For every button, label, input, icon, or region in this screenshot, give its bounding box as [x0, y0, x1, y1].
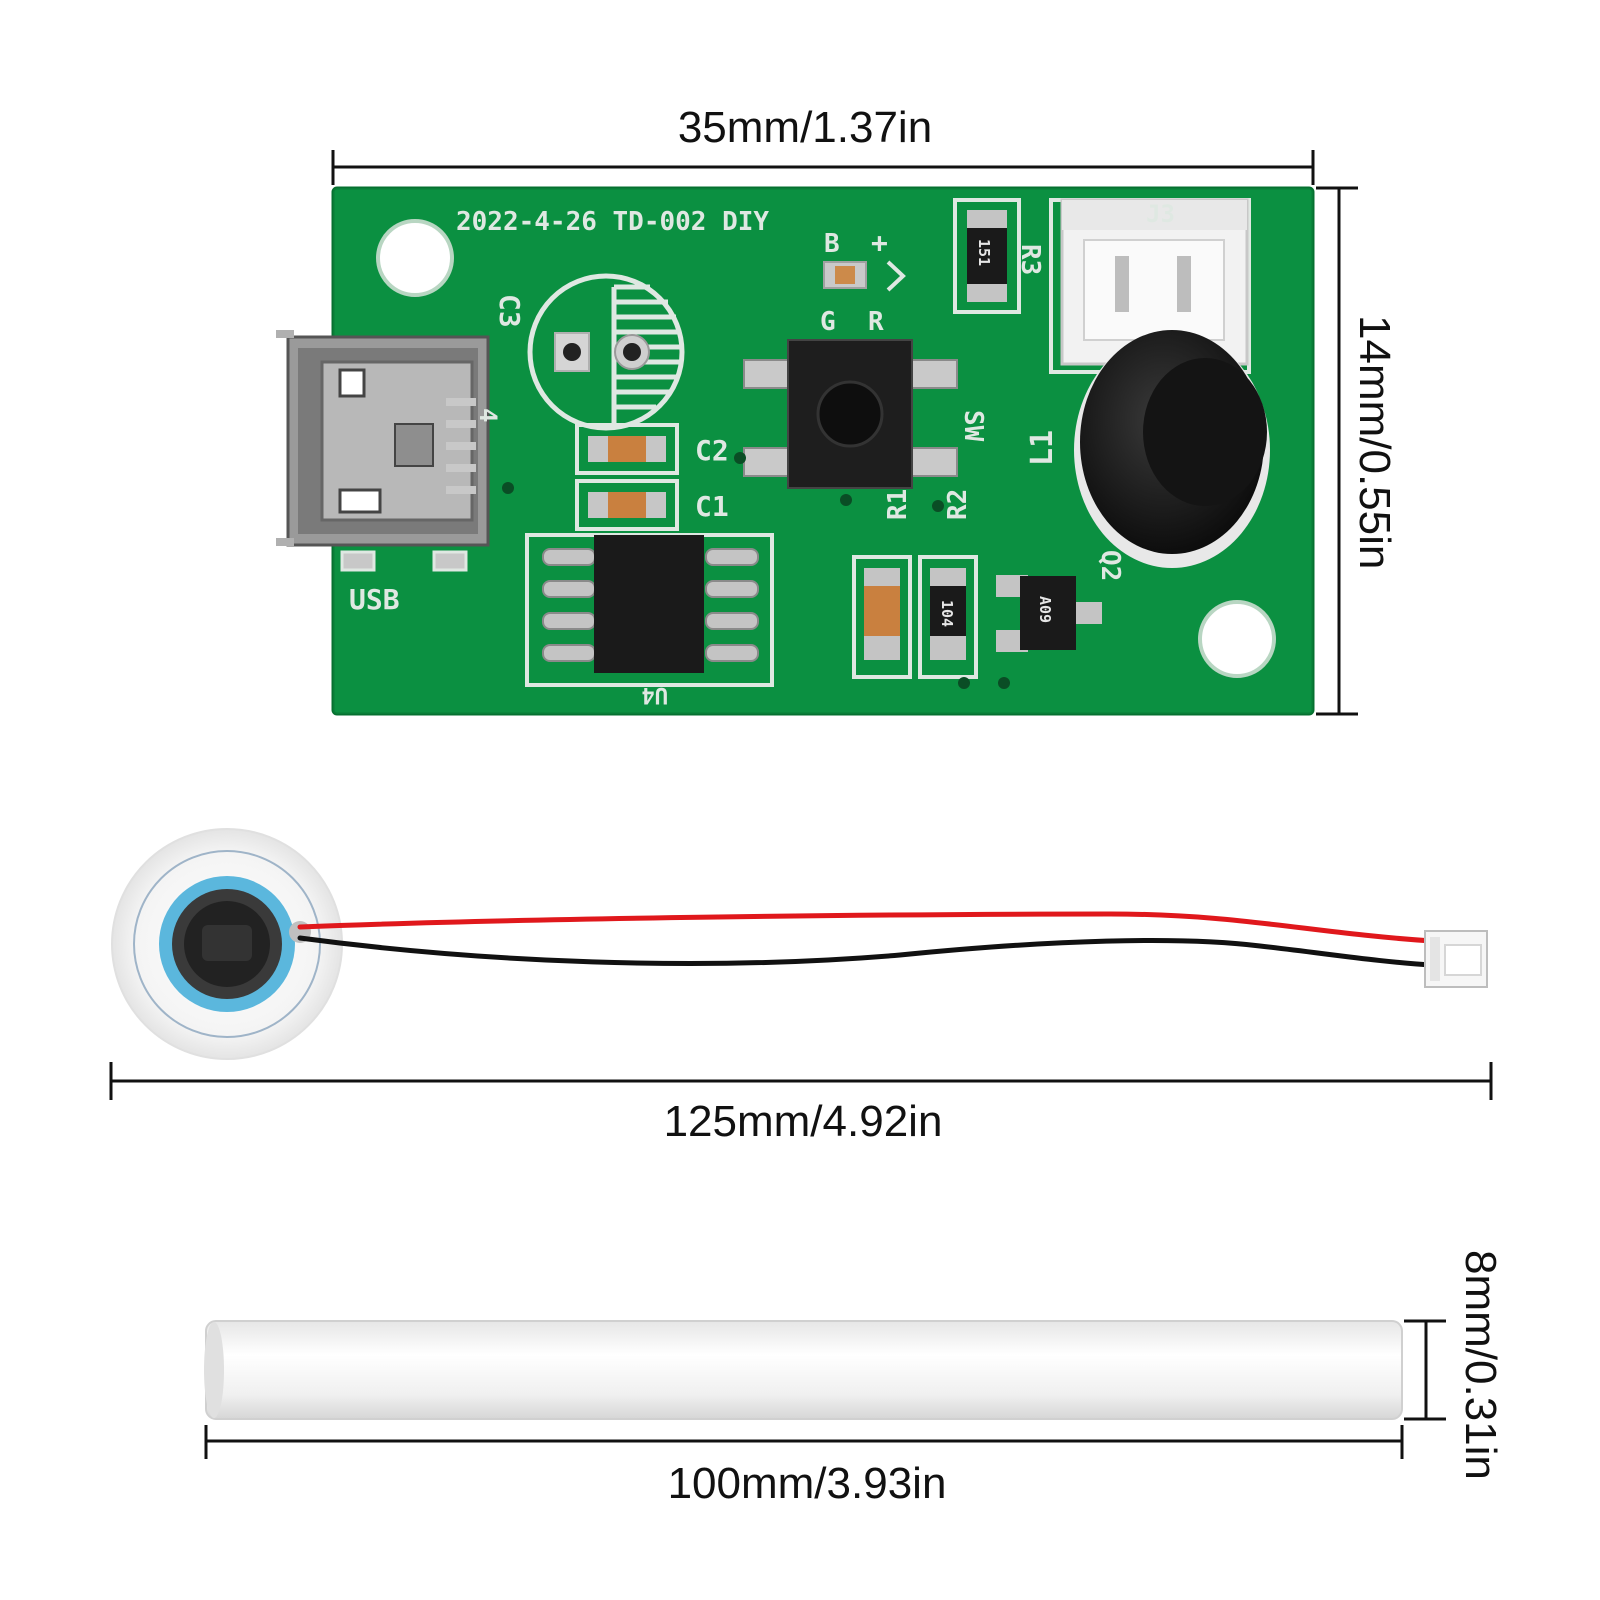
mounting-hole-bottom-right [1198, 600, 1276, 678]
cotton-stick [204, 1320, 1403, 1420]
silk-r2: R2 [943, 489, 973, 520]
r1-resistor [852, 555, 912, 679]
silk-res-151: 151 [975, 239, 993, 266]
silk-sw: SW [958, 410, 988, 442]
stick-length-dimension [204, 1425, 1404, 1459]
pcb-height-label: 14mm/0.55in [1350, 315, 1399, 570]
vias [502, 452, 1010, 689]
silk-j3: J3 [1146, 200, 1175, 228]
j3-connector [1049, 198, 1251, 374]
status-led [823, 260, 906, 292]
transducer-length-dimension [109, 1062, 1493, 1100]
pcb-width-dimension [331, 150, 1315, 185]
silk-pin4: 4 [474, 408, 502, 422]
stick-length-label: 100mm/3.93in [667, 1459, 947, 1508]
stick-diameter-dimension [1404, 1319, 1446, 1421]
tactile-switch [743, 339, 958, 489]
atomizer-transducer [111, 828, 343, 1060]
pcb-width-label: 35mm/1.37in [677, 103, 933, 152]
silk-usb: USB [349, 583, 400, 616]
silk-q2: Q2 [1095, 550, 1125, 581]
silk-r1: R1 [883, 489, 913, 520]
transducer-connector [1424, 930, 1488, 988]
usb-connector [276, 330, 490, 572]
silk-led-r: R [868, 307, 884, 337]
l1-inductor [1074, 330, 1270, 568]
silk-u4: U4 [642, 682, 669, 707]
silk-led-plus: + [871, 226, 888, 259]
transducer-length-label: 125mm/4.92in [663, 1097, 943, 1146]
silk-led-g: G [820, 307, 836, 337]
silk-q-a09: A09 [1036, 596, 1054, 623]
mounting-hole-top-left [376, 219, 454, 297]
stick-diameter-label: 8mm/0.31in [1456, 1250, 1505, 1480]
silk-res-104: 104 [938, 600, 956, 627]
r3-resistor [953, 198, 1021, 314]
silk-led-b: B [824, 229, 840, 259]
r2-resistor [918, 555, 978, 679]
transducer-wires [297, 911, 1435, 968]
pcb-height-dimension [1316, 186, 1358, 716]
u4-chip [525, 533, 774, 687]
silk-board-id: 2022-4-26 TD-002 DIY [456, 207, 769, 237]
c2-capacitor [575, 423, 679, 475]
silk-c1: C1 [695, 490, 729, 523]
silk-l1: L1 [1025, 430, 1060, 466]
pcb-board: 2022-4-26 TD-002 DIY C3 [276, 186, 1315, 716]
silk-c2: C2 [695, 434, 729, 467]
silk-c3: C3 [493, 294, 526, 328]
c1-capacitor [575, 479, 679, 531]
q2-transistor [996, 575, 1102, 652]
silk-r3: R3 [1015, 244, 1045, 275]
c3-footprint [527, 273, 685, 431]
